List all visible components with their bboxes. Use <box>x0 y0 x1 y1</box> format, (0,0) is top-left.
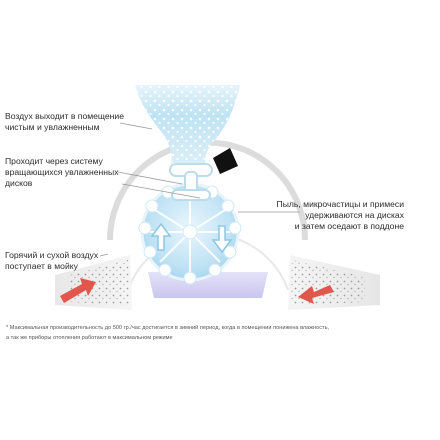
knob-icon <box>213 148 238 174</box>
clean-air-plume <box>135 85 240 170</box>
warm-air-arrow-right <box>298 285 334 304</box>
label-dust-capture: Пыль, микрочастицы и примеси удерживаютс… <box>276 199 404 231</box>
warm-air-arrow-left <box>60 278 96 303</box>
incoming-air-right <box>288 255 380 310</box>
label-air-out: Воздух выходит в помещение чистым и увла… <box>5 111 124 132</box>
fan-assembly <box>169 163 213 201</box>
leader-lines <box>99 122 300 257</box>
down-arrow-icon <box>211 225 233 254</box>
incoming-air-left <box>55 255 132 310</box>
label-air-in: Горячий и сухой воздух поступает в мойку <box>5 250 99 271</box>
up-arrow-icon <box>150 222 172 251</box>
label-disc-system: Проходит через систему вращающихся увлаж… <box>5 156 119 188</box>
footnote: * Максимальная производительность до 500… <box>6 325 330 341</box>
